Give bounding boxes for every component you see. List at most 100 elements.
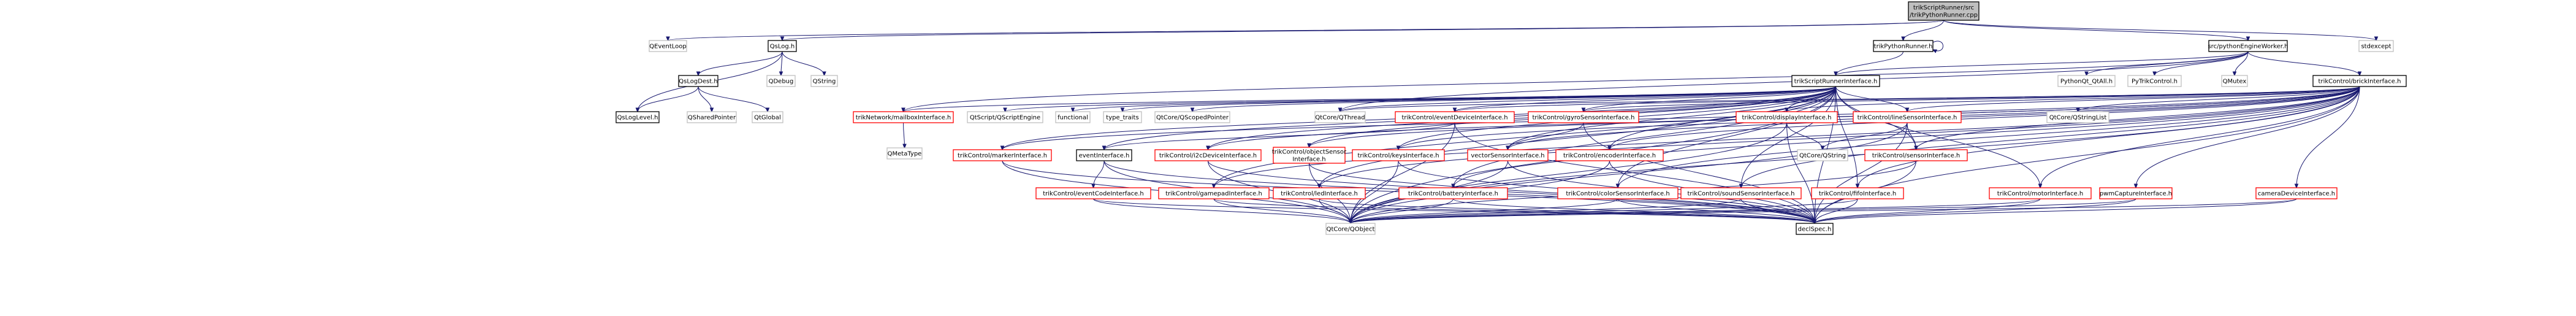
- node-label-eventcodeinterface: trikControl/eventCodeInterface.h: [1043, 191, 1144, 198]
- node-batteryinterface[interactable]: trikControl/batteryInterface.h: [1398, 187, 1508, 199]
- node-box-qslog: [768, 40, 797, 52]
- node-qtcoreqstring: QtCore/QString: [1797, 149, 1848, 161]
- node-mailboxinterface[interactable]: trikNetwork/mailboxInterface.h: [853, 111, 954, 123]
- edge-brickinterface-to-linesensorinterface: [1907, 86, 2360, 112]
- node-label-gamepadinterface: trikControl/gamepadInterface.h: [1165, 191, 1262, 198]
- node-box-motorinterface: [1989, 187, 2092, 199]
- node-motorinterface[interactable]: trikControl/motorInterface.h: [1989, 187, 2092, 199]
- edge-cameradeviceinterface-to-declspec: [1815, 198, 2297, 223]
- edge-trikscriptrunnerinterface-to-mailboxinterface: [904, 86, 1836, 112]
- node-label-qtcoreqstring: QtCore/QString: [1799, 153, 1846, 160]
- node-qobject: QtCore/QObject: [1325, 223, 1376, 235]
- edge-colorsensorinterface-to-qobject: [1351, 198, 1618, 223]
- node-qscriptengine: QtScript/QScriptEngine: [967, 111, 1043, 123]
- node-label-fifointerface: trikControl/fifoInterface.h: [1819, 191, 1896, 198]
- node-trikscriptrunnerinterface[interactable]: trikScriptRunnerInterface.h: [1791, 75, 1880, 87]
- node-box-root: [1908, 1, 1980, 21]
- node-label-mailboxinterface: trikNetwork/mailboxInterface.h: [856, 115, 951, 121]
- node-box-qscriptengine: [967, 111, 1043, 123]
- edge-soundsensorinterface-to-qobject: [1351, 198, 1742, 223]
- edge-trikscriptrunnerinterface-to-gyrosensorinterface: [1583, 86, 1836, 112]
- node-i2cdeviceinterface[interactable]: trikControl/i2cDeviceInterface.h: [1154, 149, 1262, 161]
- edge-root-to-qslog: [782, 20, 1944, 40]
- node-pwmcaptureinterface[interactable]: pwmCaptureInterface.h: [2099, 187, 2173, 199]
- node-qstringlist: QtCore/QStringList: [2046, 111, 2109, 123]
- node-box-batteryinterface: [1398, 187, 1508, 199]
- node-declspec[interactable]: declSpec.h: [1796, 223, 1834, 235]
- node-box-qstring: [810, 75, 838, 87]
- node-label-batteryinterface: trikControl/batteryInterface.h: [1408, 191, 1498, 198]
- edge-qslog-to-qstring: [782, 51, 825, 75]
- node-root[interactable]: trikScriptRunner/src/trikPythonRunner.cp…: [1908, 1, 1980, 21]
- node-cameradeviceinterface[interactable]: cameraDeviceInterface.h: [2255, 187, 2338, 199]
- node-markerinterface[interactable]: trikControl/markerInterface.h: [953, 149, 1052, 161]
- node-box-markerinterface: [953, 149, 1052, 161]
- node-label-encoderinterface: trikControl/encoderInterface.h: [1563, 153, 1656, 160]
- edge-trikscriptrunnerinterface-to-qthread: [1340, 86, 1836, 112]
- edge-trikscriptrunnerinterface-to-fifointerface: [1835, 86, 1858, 188]
- node-keysinterface[interactable]: trikControl/keysInterface.h: [1352, 149, 1445, 161]
- edge-qslogdest-to-qsharedpointer: [698, 86, 712, 112]
- edge-qslogdest-to-qtglobal: [698, 86, 768, 112]
- node-label-qsharedpointer: QSharedPointer: [688, 115, 736, 121]
- edge-root-to-qeventloop: [668, 20, 1944, 40]
- node-vectorsensorinterface[interactable]: vectorSensorInterface.h: [1467, 149, 1549, 161]
- node-label-declspec: declSpec.h: [1798, 226, 1832, 233]
- node-box-pythonengineworker: [2208, 40, 2288, 52]
- edge-brickinterface-to-batteryinterface: [1454, 86, 2360, 188]
- node-eventcodeinterface[interactable]: trikControl/eventCodeInterface.h: [1035, 187, 1151, 199]
- node-qsloglevel[interactable]: QsLogLevel.h: [615, 111, 660, 123]
- node-fifointerface[interactable]: trikControl/fifoInterface.h: [1811, 187, 1904, 199]
- node-label-markerinterface: trikControl/markerInterface.h: [958, 153, 1047, 160]
- node-functional: functional: [1055, 111, 1091, 123]
- node-label-qscopedpointer: QtCore/QScopedPointer: [1156, 115, 1229, 121]
- node-qscopedpointer: QtCore/QScopedPointer: [1154, 111, 1230, 123]
- node-label-objectsensorinterface-0: trikControl/objectSensor: [1272, 149, 1347, 156]
- node-qdebug: QDebug: [766, 75, 796, 87]
- edge-gyrosensorinterface-to-vectorsensorinterface: [1508, 122, 1584, 150]
- node-box-pytrikcontrol: [2127, 75, 2182, 87]
- node-trikpythonrunner[interactable]: trikPythonRunner.h: [1873, 40, 1934, 52]
- node-pythonengineworker[interactable]: src/pythonEngineWorker.h: [2208, 40, 2288, 52]
- node-qslog[interactable]: QsLog.h: [768, 40, 797, 52]
- node-eventdeviceinterface[interactable]: trikControl/eventDeviceInterface.h: [1395, 111, 1515, 123]
- node-box-ledinterface: [1273, 187, 1366, 199]
- edge-ledinterface-to-declspec: [1319, 198, 1815, 223]
- edge-qslogdest-to-qsloglevel: [638, 86, 699, 112]
- node-gyrosensorinterface[interactable]: trikControl/gyroSensorInterface.h: [1528, 111, 1639, 123]
- node-linesensorinterface[interactable]: trikControl/lineSensorInterface.h: [1853, 111, 1962, 123]
- node-label-trikscriptrunnerinterface: trikScriptRunnerInterface.h: [1794, 79, 1878, 85]
- edge-trikscriptrunnerinterface-to-qscopedpointer: [1192, 86, 1836, 112]
- edge-brickinterface-to-sensorinterface: [1916, 86, 2360, 150]
- node-box-linesensorinterface: [1853, 111, 1962, 123]
- node-box-qobject: [1325, 223, 1376, 235]
- edge-root-to-stdexcept: [1943, 20, 2377, 40]
- edge-linesensorinterface-to-qtcoreqstring: [1823, 122, 1908, 150]
- node-label-qtglobal: QtGlobal: [754, 115, 781, 121]
- node-box-colorsensorinterface: [1557, 187, 1679, 199]
- node-box-pythonqt: [2057, 75, 2116, 87]
- node-label-vectorsensorinterface: vectorSensorInterface.h: [1471, 153, 1544, 160]
- node-brickinterface[interactable]: trikControl/brickInterface.h: [2312, 75, 2407, 87]
- edge-eventcodeinterface-to-declspec: [1093, 198, 1815, 223]
- node-eventinterface[interactable]: eventInterface.h: [1076, 149, 1132, 161]
- edge-brickinterface-to-gyrosensorinterface: [1583, 86, 2360, 112]
- node-qslogdest[interactable]: QsLogDest.h: [678, 75, 718, 87]
- node-box-mailboxinterface: [853, 111, 954, 123]
- node-sensorinterface[interactable]: trikControl/sensorInterface.h: [1864, 149, 1968, 161]
- node-gamepadinterface[interactable]: trikControl/gamepadInterface.h: [1158, 187, 1270, 199]
- node-encoderinterface[interactable]: trikControl/encoderInterface.h: [1555, 149, 1664, 161]
- node-box-qsharedpointer: [687, 111, 737, 123]
- edge-pythonengineworker-to-pytrikcontrol: [2155, 51, 2249, 75]
- edge-trikscriptrunnerinterface-to-batteryinterface: [1454, 86, 1836, 188]
- edge-trikscriptrunnerinterface-to-colorsensorinterface: [1618, 86, 1836, 188]
- edge-colorsensorinterface-to-declspec: [1617, 198, 1815, 223]
- node-label-pytrikcontrol: PyTrikControl.h: [2132, 79, 2178, 85]
- node-displayinterface[interactable]: trikControl/displayInterface.h: [1736, 111, 1838, 123]
- edge-pythonengineworker-to-mailboxinterface: [904, 51, 2249, 112]
- node-box-fifointerface: [1811, 187, 1904, 199]
- node-ledinterface[interactable]: trikControl/ledInterface.h: [1273, 187, 1366, 199]
- node-colorsensorinterface[interactable]: trikControl/colorSensorInterface.h: [1557, 187, 1679, 199]
- node-soundsensorinterface[interactable]: trikControl/soundSensorInterface.h: [1680, 187, 1802, 199]
